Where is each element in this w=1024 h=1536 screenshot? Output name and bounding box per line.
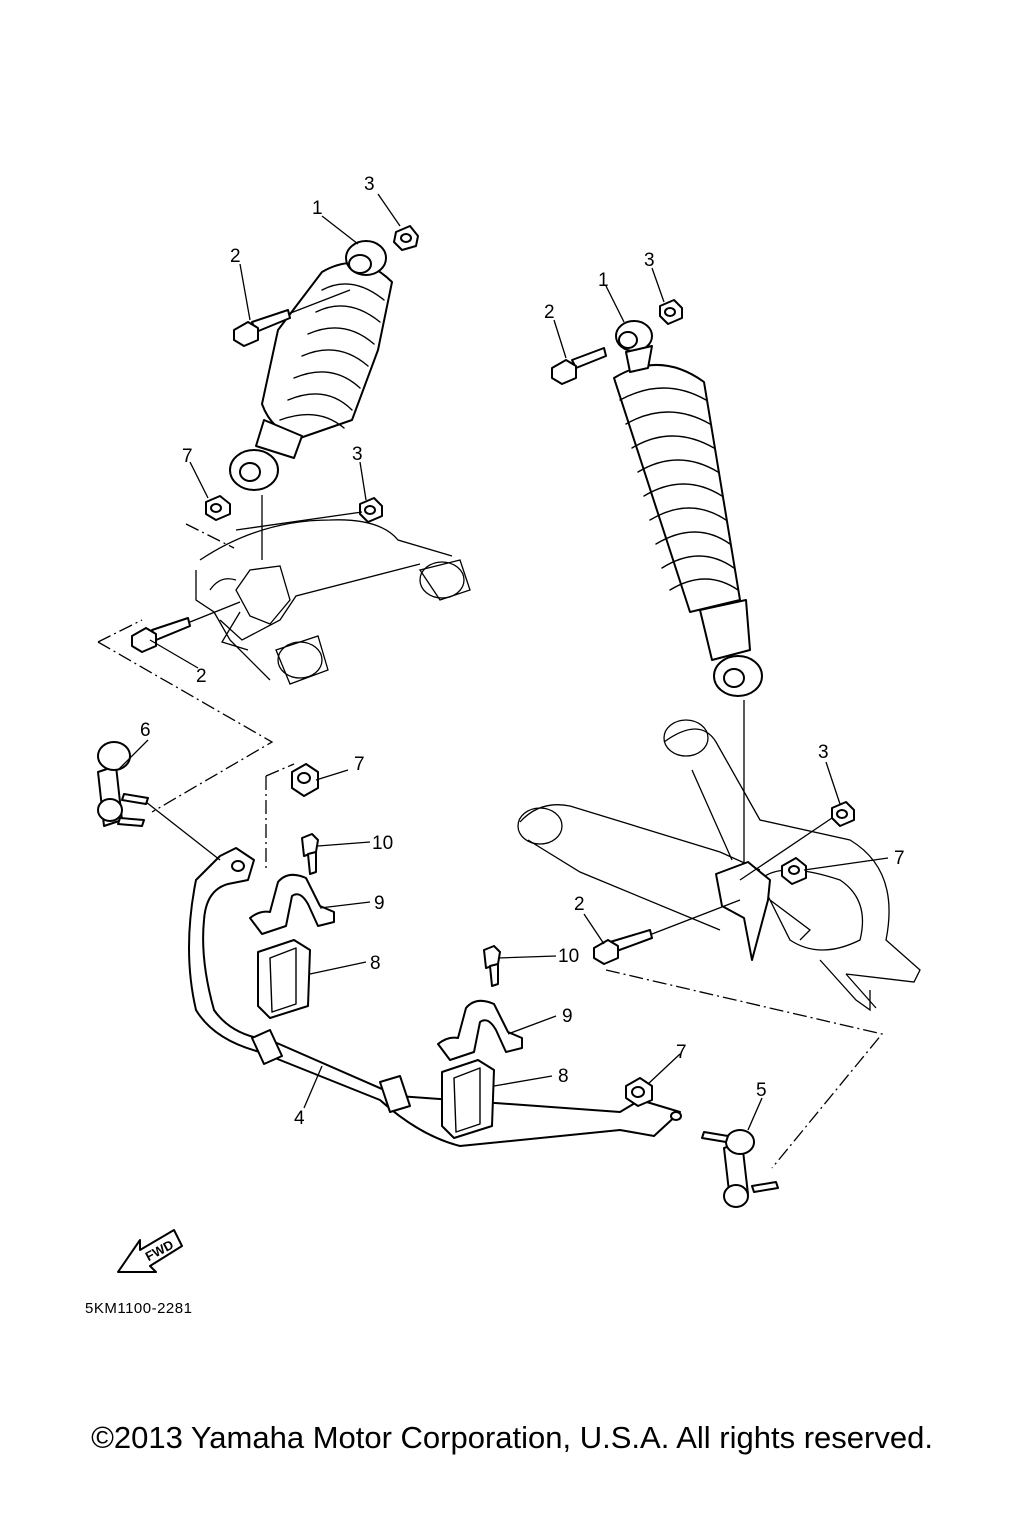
copyright-notice: ©2013 Yamaha Motor Corporation, U.S.A. A… xyxy=(91,1420,933,1455)
callout-2: 2 xyxy=(574,894,585,915)
callout-4: 4 xyxy=(294,1108,305,1129)
callout-8: 8 xyxy=(370,953,381,974)
bolt-right-lower xyxy=(593,929,653,965)
callout-6: 6 xyxy=(140,720,151,741)
diagram-code: 5KM1100-2281 xyxy=(85,1300,193,1317)
callout-2: 2 xyxy=(544,302,555,323)
bolt-bracket-left xyxy=(301,833,319,875)
callout-7: 7 xyxy=(354,754,365,775)
callout-3: 3 xyxy=(364,174,375,195)
callout-7: 7 xyxy=(676,1042,687,1063)
callout-7: 7 xyxy=(894,848,905,869)
callout-3: 3 xyxy=(818,742,829,763)
bolt-left-upper xyxy=(233,309,291,347)
callout-3: 3 xyxy=(644,250,655,271)
callout-9: 9 xyxy=(374,893,385,914)
callout-10: 10 xyxy=(372,833,393,854)
bolt-left-lower xyxy=(131,617,191,653)
callout-2: 2 xyxy=(230,246,241,267)
bracket-right xyxy=(437,999,523,1061)
bushing-left xyxy=(257,939,311,1019)
stabilizer-link-right xyxy=(701,1129,779,1208)
callout-leaders xyxy=(117,193,889,1131)
callout-2: 2 xyxy=(196,666,207,687)
stabilizer-link-left xyxy=(97,741,149,827)
nut-left-upper xyxy=(393,225,419,251)
callout-10: 10 xyxy=(558,946,579,967)
lower-arm-left-outline xyxy=(195,519,471,685)
shock-absorber-right xyxy=(613,320,763,697)
bolt-right-upper xyxy=(551,347,607,385)
callout-1: 1 xyxy=(312,198,323,219)
collar-left xyxy=(205,495,231,521)
forward-arrow-icon: FWD xyxy=(117,1229,183,1273)
nut-right-lower xyxy=(831,801,855,827)
lower-arm-right-outline xyxy=(517,719,921,1012)
nut-right-upper xyxy=(659,299,683,325)
callout-7: 7 xyxy=(182,446,193,467)
callout-9: 9 xyxy=(562,1006,573,1027)
shock-absorber-left xyxy=(229,240,393,491)
bracket-left xyxy=(249,873,335,935)
collar-right xyxy=(781,857,807,885)
bushing-right xyxy=(441,1059,495,1139)
bolt-bracket-right xyxy=(483,945,501,987)
callout-3: 3 xyxy=(352,444,363,465)
callout-5: 5 xyxy=(756,1080,767,1101)
callout-8: 8 xyxy=(558,1066,569,1087)
callout-numbers: 1 3 2 7 3 2 1 2 3 6 7 10 9 8 3 7 2 10 9 … xyxy=(140,174,905,1129)
collar-bar-left xyxy=(291,763,319,797)
collar-bar-right xyxy=(625,1077,653,1107)
stabilizer-bar xyxy=(188,847,682,1147)
nut-left-lower xyxy=(359,497,383,523)
callout-1: 1 xyxy=(598,270,609,291)
